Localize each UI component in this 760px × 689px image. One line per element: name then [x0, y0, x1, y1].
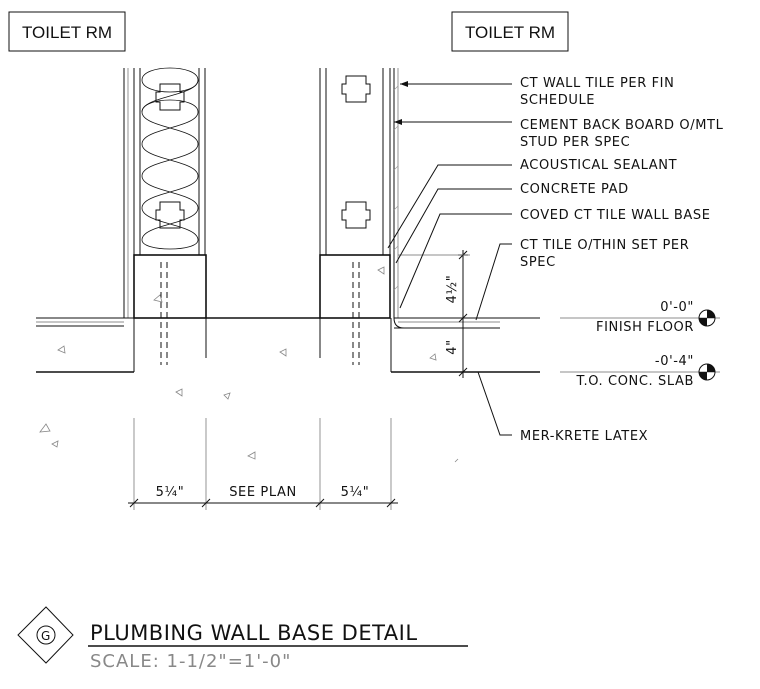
callout-mer-krete: MER-KRETE LATEX [520, 429, 648, 444]
finish-floor-elevation-value: 0'-0" [660, 300, 694, 315]
leader-lines [387, 81, 512, 436]
callout-coved-tile-base: COVED CT TILE WALL BASE [520, 208, 711, 223]
stud-symbol [155, 83, 185, 111]
detail-marker-circle [36, 625, 56, 645]
elevation-finish-floor: 0'-0" FINISH FLOOR [560, 300, 720, 335]
callout-ct-wall-tile: CT WALL TILE PER FIN [520, 76, 674, 91]
horizontal-dimensions: 5¼" SEE PLAN 5¼" [128, 418, 398, 510]
floor-slab [36, 317, 540, 463]
callout-ct-tile-thin-set-line2: SPEC [520, 255, 556, 270]
detail-marker-letter: G [41, 629, 51, 643]
concrete-pad-right [319, 254, 391, 365]
elevation-slab: -0'-4" T.O. CONC. SLAB [560, 354, 720, 389]
callout-cement-back-board-line2: STUD PER SPEC [520, 135, 630, 150]
detail-scale: SCALE: 1-1/2"=1'-0" [90, 651, 291, 672]
callout-concrete-pad: CONCRETE PAD [520, 182, 629, 197]
slab-label: T.O. CONC. SLAB [576, 374, 694, 389]
stud-symbol [155, 201, 185, 229]
stud-symbol [341, 201, 371, 229]
vertical-dimensions: 4½" 4" [398, 250, 470, 378]
left-wall [123, 67, 206, 318]
room-tag-left-text: TOILET RM [22, 23, 112, 42]
callout-ct-tile-thin-set: CT TILE O/THIN SET PER [520, 238, 689, 253]
left-pad-dimension: 5¼" [156, 485, 185, 500]
room-tag-left: TOILET RM [8, 11, 126, 52]
room-tag-right: TOILET RM [451, 11, 569, 52]
detail-marker-diamond [17, 606, 74, 664]
middle-dimension: SEE PLAN [229, 485, 297, 500]
elevation-target-icon [698, 309, 716, 327]
right-wall [319, 68, 399, 318]
finish-floor-label: FINISH FLOOR [596, 320, 694, 335]
detail-title: PLUMBING WALL BASE DETAIL [90, 621, 418, 645]
callouts: CT WALL TILE PER FIN SCHEDULE CEMENT BAC… [520, 76, 724, 444]
callout-acoustical-sealant: ACOUSTICAL SEALANT [520, 158, 677, 173]
stud-symbol [341, 75, 371, 103]
concrete-pad-left [133, 254, 207, 365]
tile-hatch [393, 85, 399, 291]
slab-elevation-value: -0'-4" [655, 354, 694, 369]
title-block: G PLUMBING WALL BASE DETAIL SCALE: 1-1/2… [17, 606, 468, 672]
batt-insulation [141, 67, 199, 250]
callout-ct-wall-tile-line2: SCHEDULE [520, 93, 595, 108]
callout-cement-back-board: CEMENT BACK BOARD O/MTL [520, 118, 724, 133]
pad-height-dimension: 4½" [445, 275, 460, 304]
right-pad-dimension: 5¼" [341, 485, 370, 500]
room-tag-right-text: TOILET RM [465, 23, 555, 42]
elevation-target-icon [698, 363, 716, 381]
slab-depth-dimension: 4" [445, 339, 460, 354]
